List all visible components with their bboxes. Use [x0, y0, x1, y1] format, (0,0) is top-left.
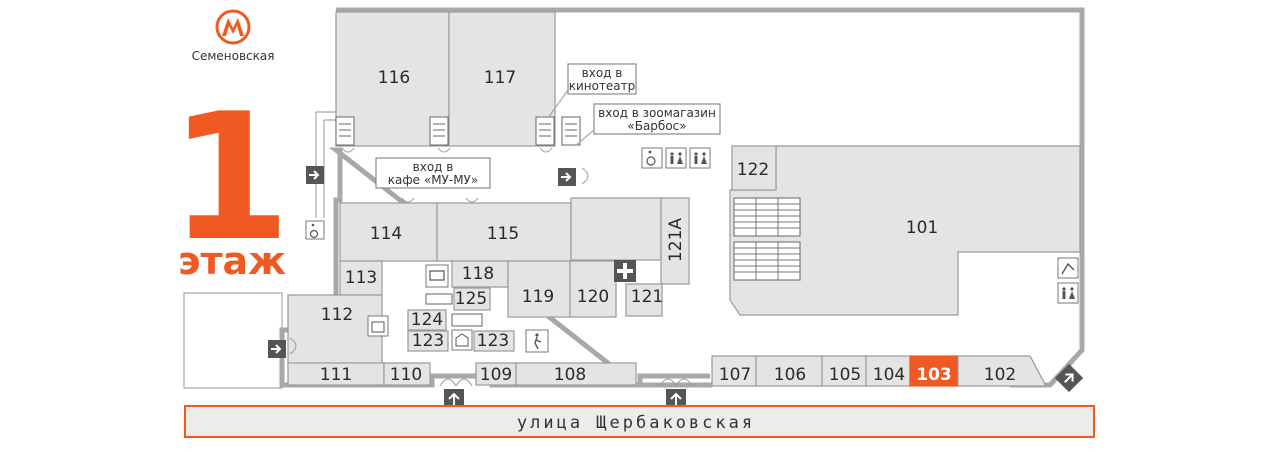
- room-114[interactable]: [339, 202, 438, 262]
- room-118[interactable]: [451, 260, 509, 288]
- arrow-right-icon[interactable]: [558, 168, 576, 186]
- room-102[interactable]: [957, 355, 1047, 387]
- room-113[interactable]: [339, 260, 383, 296]
- arrow-up-icon[interactable]: [444, 389, 464, 409]
- room-123-right[interactable]: [473, 330, 515, 352]
- callout-cafe: [375, 157, 491, 189]
- stairs-icon: [561, 116, 581, 146]
- arrow-up-icon[interactable]: [666, 389, 686, 409]
- callout-zoo: [593, 103, 721, 135]
- left-ramp: [315, 111, 336, 218]
- metro-logo-icon: [215, 9, 251, 45]
- room-122[interactable]: [731, 145, 777, 191]
- escalator-icon: [733, 197, 801, 281]
- room-103[interactable]: [909, 355, 959, 387]
- room-124[interactable]: [407, 309, 447, 331]
- family-restroom-icon: [1057, 282, 1079, 304]
- atm-icon: [425, 264, 449, 288]
- room-120[interactable]: [569, 260, 617, 318]
- room-107[interactable]: [711, 355, 757, 387]
- callout-zoo-pointer: [574, 129, 595, 147]
- street-bar: [184, 405, 1095, 438]
- callout-cinema-pointer: [547, 89, 569, 119]
- room-125[interactable]: [453, 287, 491, 311]
- room-109[interactable]: [475, 362, 517, 386]
- annex-area: [183, 292, 283, 389]
- callout-cinema: [567, 63, 637, 95]
- entrance-doors: [289, 147, 693, 387]
- room-104[interactable]: [865, 355, 911, 387]
- callout-cinema-line2: кинотеатр: [569, 79, 636, 93]
- room-106[interactable]: [755, 355, 823, 387]
- room-123-left[interactable]: [407, 330, 449, 352]
- room-121a[interactable]: [660, 197, 690, 285]
- floor-label: этаж: [178, 239, 286, 283]
- arrow-right-icon[interactable]: [306, 166, 324, 184]
- room-105[interactable]: [821, 355, 867, 387]
- emergency-exit-icon: [1057, 257, 1079, 279]
- room-119[interactable]: [507, 260, 571, 318]
- callout-cafe-line2: кафе «МУ-МУ»: [388, 173, 478, 187]
- shoe-repair-icon: [367, 315, 389, 337]
- callout-zoo-line1: вход в зоомагазин: [598, 106, 716, 120]
- room-115-annex[interactable]: [570, 197, 662, 261]
- stairs-icon: [335, 116, 355, 146]
- wheelchair-icon: [641, 147, 663, 169]
- stairs-icon: [525, 329, 549, 353]
- street-name: улица Щербаковская: [517, 413, 755, 433]
- family-restroom-icon: [689, 147, 711, 169]
- restroom-icon: [665, 147, 687, 169]
- floor-number: 1: [169, 77, 291, 280]
- room-108[interactable]: [515, 362, 637, 386]
- arrow-right-icon[interactable]: [268, 340, 286, 358]
- room-111[interactable]: [287, 362, 385, 386]
- metro-station-name: Семеновская: [192, 49, 275, 63]
- info-kiosk-icon: [451, 329, 473, 351]
- stairs-icon: [429, 116, 449, 146]
- callout-cafe-line1: вход в: [413, 160, 454, 174]
- escalator-icon: [425, 293, 483, 327]
- first-aid-icon: [614, 260, 636, 282]
- wheelchair-icon: [305, 220, 325, 240]
- room-121[interactable]: [625, 283, 663, 317]
- callout-cinema-line1: вход в: [582, 66, 623, 80]
- room-110[interactable]: [383, 362, 431, 386]
- arrow-up-icon[interactable]: [1054, 363, 1084, 393]
- stairs-icon: [535, 116, 555, 146]
- callout-zoo-line2: «Барбос»: [627, 119, 686, 133]
- room-115[interactable]: [436, 202, 572, 262]
